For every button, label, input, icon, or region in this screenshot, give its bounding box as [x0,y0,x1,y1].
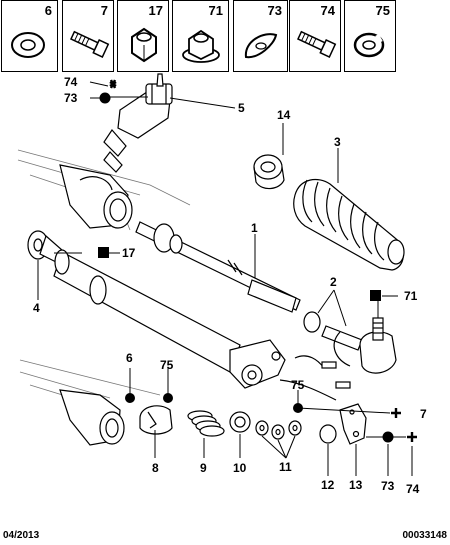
yoke-plunger[interactable] [229,411,251,433]
callout-labels: 74 73 5 14 3 1 17 2 71 4 6 75 75 7 8 9 1… [33,75,427,496]
legend-cell-6[interactable]: 6 [1,0,58,72]
legend-number: 75 [375,3,390,18]
rack-housing-lower [59,389,125,446]
symbol-markers [98,79,417,443]
legend-number: 74 [320,3,335,18]
callout-10: 10 [233,461,247,475]
callout-3: 3 [334,135,341,149]
callout-12: 12 [321,478,335,492]
callout-8: 8 [152,461,159,475]
bolt-icon [69,30,110,58]
spring[interactable] [187,410,225,437]
bolt-icon [296,30,337,58]
callout-74: 74 [64,75,78,89]
footer-reference: 00033148 [402,530,448,541]
callout-5: 5 [238,101,245,115]
callout-73: 73 [64,91,78,105]
legend-number: 71 [208,3,223,18]
inner-tie-rod[interactable] [135,221,301,313]
washer-icon [11,32,45,58]
legend-cell-74[interactable]: 74 [289,0,341,72]
curved-washer-icon [244,33,278,59]
shim-washers[interactable] [255,420,302,440]
callout-7: 7 [420,407,427,421]
rack-bushing[interactable] [253,154,285,190]
parts-legend-strip: 6 7 17 71 73 [0,0,450,76]
split-washer-icon [353,32,385,58]
callout-73: 73 [381,479,395,493]
callout-9: 9 [200,461,207,475]
footer-date: 04/2013 [3,530,40,541]
callout-11: 11 [279,460,292,474]
rack-tube[interactable] [27,230,351,401]
callout-75: 75 [160,358,174,372]
callout-1: 1 [251,221,258,235]
legend-cell-17[interactable]: 17 [117,0,169,72]
legend-number: 17 [148,3,163,18]
tie-rod-end[interactable] [303,311,397,374]
leader-lines [37,81,413,476]
pinion-valve-assembly[interactable] [103,73,173,173]
legend-cell-7[interactable]: 7 [62,0,114,72]
o-ring[interactable] [319,424,337,444]
flange-nut-icon [182,29,220,63]
hex-nut-icon [131,27,157,63]
callout-74: 74 [406,482,420,496]
legend-cell-75[interactable]: 75 [344,0,396,72]
legend-number: 6 [44,3,52,18]
cover-plate[interactable] [339,403,367,445]
callout-2: 2 [330,275,337,289]
callout-14: 14 [277,108,291,122]
retainer-clip[interactable] [139,405,173,435]
callout-71: 71 [404,289,418,303]
steering-boot[interactable] [293,178,405,271]
rack-housing-left [59,164,133,229]
callout-13: 13 [349,478,363,492]
legend-cell-71[interactable]: 71 [172,0,229,72]
callout-6: 6 [126,351,133,365]
legend-number: 73 [267,3,282,18]
callout-4: 4 [33,301,40,315]
callout-75: 75 [291,378,305,392]
legend-number: 7 [100,3,108,18]
legend-cell-73[interactable]: 73 [233,0,288,72]
callout-17: 17 [122,246,136,260]
